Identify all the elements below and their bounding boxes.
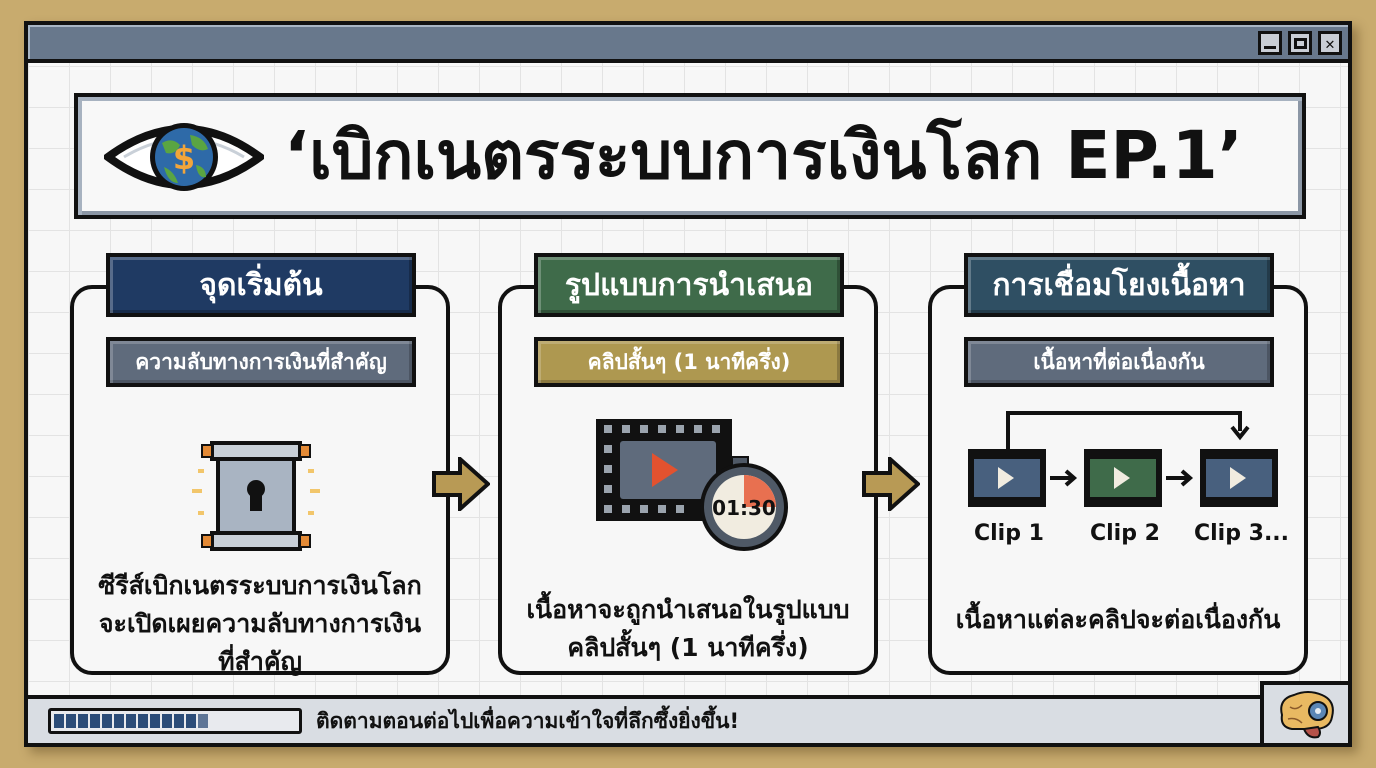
eye-globe-dollar-icon: $ (104, 123, 264, 191)
status-bar: ติดตามตอนต่อไปเพื่อความเข้าใจที่ลึกซึ้งย… (28, 695, 1264, 743)
flow-arrow-icon (432, 457, 490, 511)
close-icon: ✕ (1325, 33, 1335, 53)
close-button[interactable]: ✕ (1318, 31, 1342, 55)
progress-bar (48, 708, 302, 734)
svg-text:01:30: 01:30 (712, 496, 776, 520)
brain-gear-icon (1280, 691, 1334, 739)
status-message: ติดตามตอนต่อไปเพื่อความเข้าใจที่ลึกซึ้งย… (316, 709, 740, 733)
card-description: เนื้อหาแต่ละคลิปจะต่อเนื่องกัน (955, 605, 1281, 634)
card-heading-format: รูปแบบการนำเสนอ (534, 253, 844, 317)
card-description: เนื้อหาจะถูกนำเสนอในรูปแบบ คลิปสั้นๆ (1 … (526, 595, 850, 662)
card-description: ซีรีส์เบิกเนตรระบบการเงินโลก จะเปิดเผยคว… (98, 571, 422, 676)
scroll-keyhole-icon (192, 441, 320, 551)
maximize-button[interactable] (1288, 31, 1312, 55)
brain-corner-panel (1260, 681, 1348, 743)
title-bar[interactable]: ✕ (28, 25, 1348, 63)
svg-text:$: $ (173, 139, 195, 177)
minimize-icon (1264, 45, 1276, 49)
flow-arrow-icon (862, 457, 920, 511)
card-subheading-start: ความลับทางการเงินที่สำคัญ (106, 337, 416, 387)
header-banner: $ ‘เบิกเนตรระบบการเงินโลก EP.1’ (74, 93, 1306, 219)
card-heading-start: จุดเริ่มต้น (106, 253, 416, 317)
clip-sequence-icon (968, 411, 1278, 507)
film-stopwatch-icon: 01:30 (596, 419, 788, 551)
card-subheading-connection: เนื้อหาที่ต่อเนื่องกัน (964, 337, 1274, 387)
app-window: ✕ $ ‘เบิกเนตรระบบการเงินโลก EP.1’ (24, 21, 1352, 747)
window-controls: ✕ (1258, 31, 1342, 55)
clip-label: Clip 1 (974, 521, 1044, 546)
card-subheading-format: คลิปสั้นๆ (1 นาทีครึ่ง) (534, 337, 844, 387)
clip-label: Clip 2 (1090, 521, 1160, 546)
card-heading-connection: การเชื่อมโยงเนื้อหา (964, 253, 1274, 317)
maximize-icon (1293, 37, 1307, 49)
clip-label: Clip 3... (1194, 521, 1290, 546)
page-title: ‘เบิกเนตรระบบการเงินโลก EP.1’ (284, 117, 1243, 194)
minimize-button[interactable] (1258, 31, 1282, 55)
